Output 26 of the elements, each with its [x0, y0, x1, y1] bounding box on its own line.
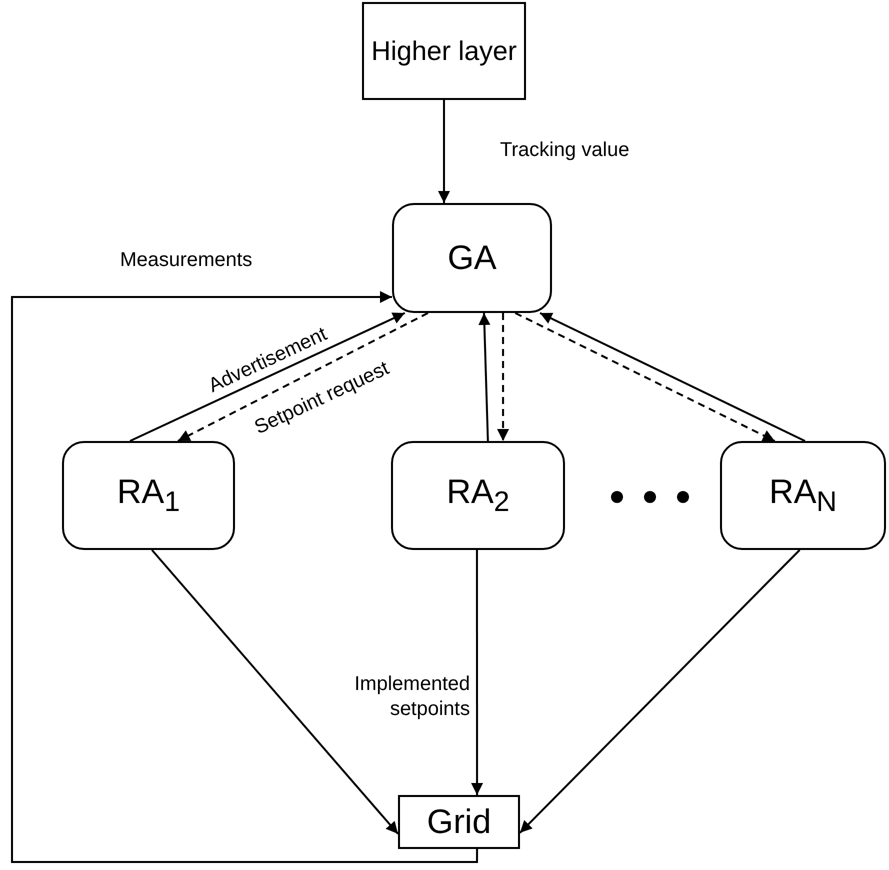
- arrow: [177, 312, 428, 442]
- rounded-box: [720, 441, 886, 550]
- node-label: RA$_{N}$: [769, 472, 837, 518]
- edge-label: Measurements: [120, 248, 254, 273]
- node-label: Higher layer: [371, 36, 517, 66]
- edge-label: Tracking value: [500, 138, 630, 163]
- arrow: [151, 549, 399, 835]
- node-label: Grid: [426, 802, 492, 842]
- edge-label: Implemented setpoints: [353, 672, 470, 722]
- node-label: GA: [447, 238, 497, 278]
- process-box: [362, 2, 526, 100]
- arrow: [497, 313, 510, 441]
- rounded-box: [62, 441, 235, 550]
- arrow: [471, 550, 484, 795]
- arrow: [130, 312, 406, 442]
- rounded-box: [391, 441, 565, 550]
- node-label: RA$_{1}$: [117, 472, 180, 518]
- arrow: [540, 312, 806, 442]
- rounded-box: [392, 203, 552, 313]
- arrow: [438, 100, 450, 203]
- process-box: [398, 795, 520, 849]
- arrow: [11, 291, 478, 863]
- node-label: RA$_{2}$: [446, 472, 510, 518]
- arrow: [514, 312, 776, 442]
- arrow: [519, 549, 800, 834]
- arrow: [478, 312, 490, 442]
